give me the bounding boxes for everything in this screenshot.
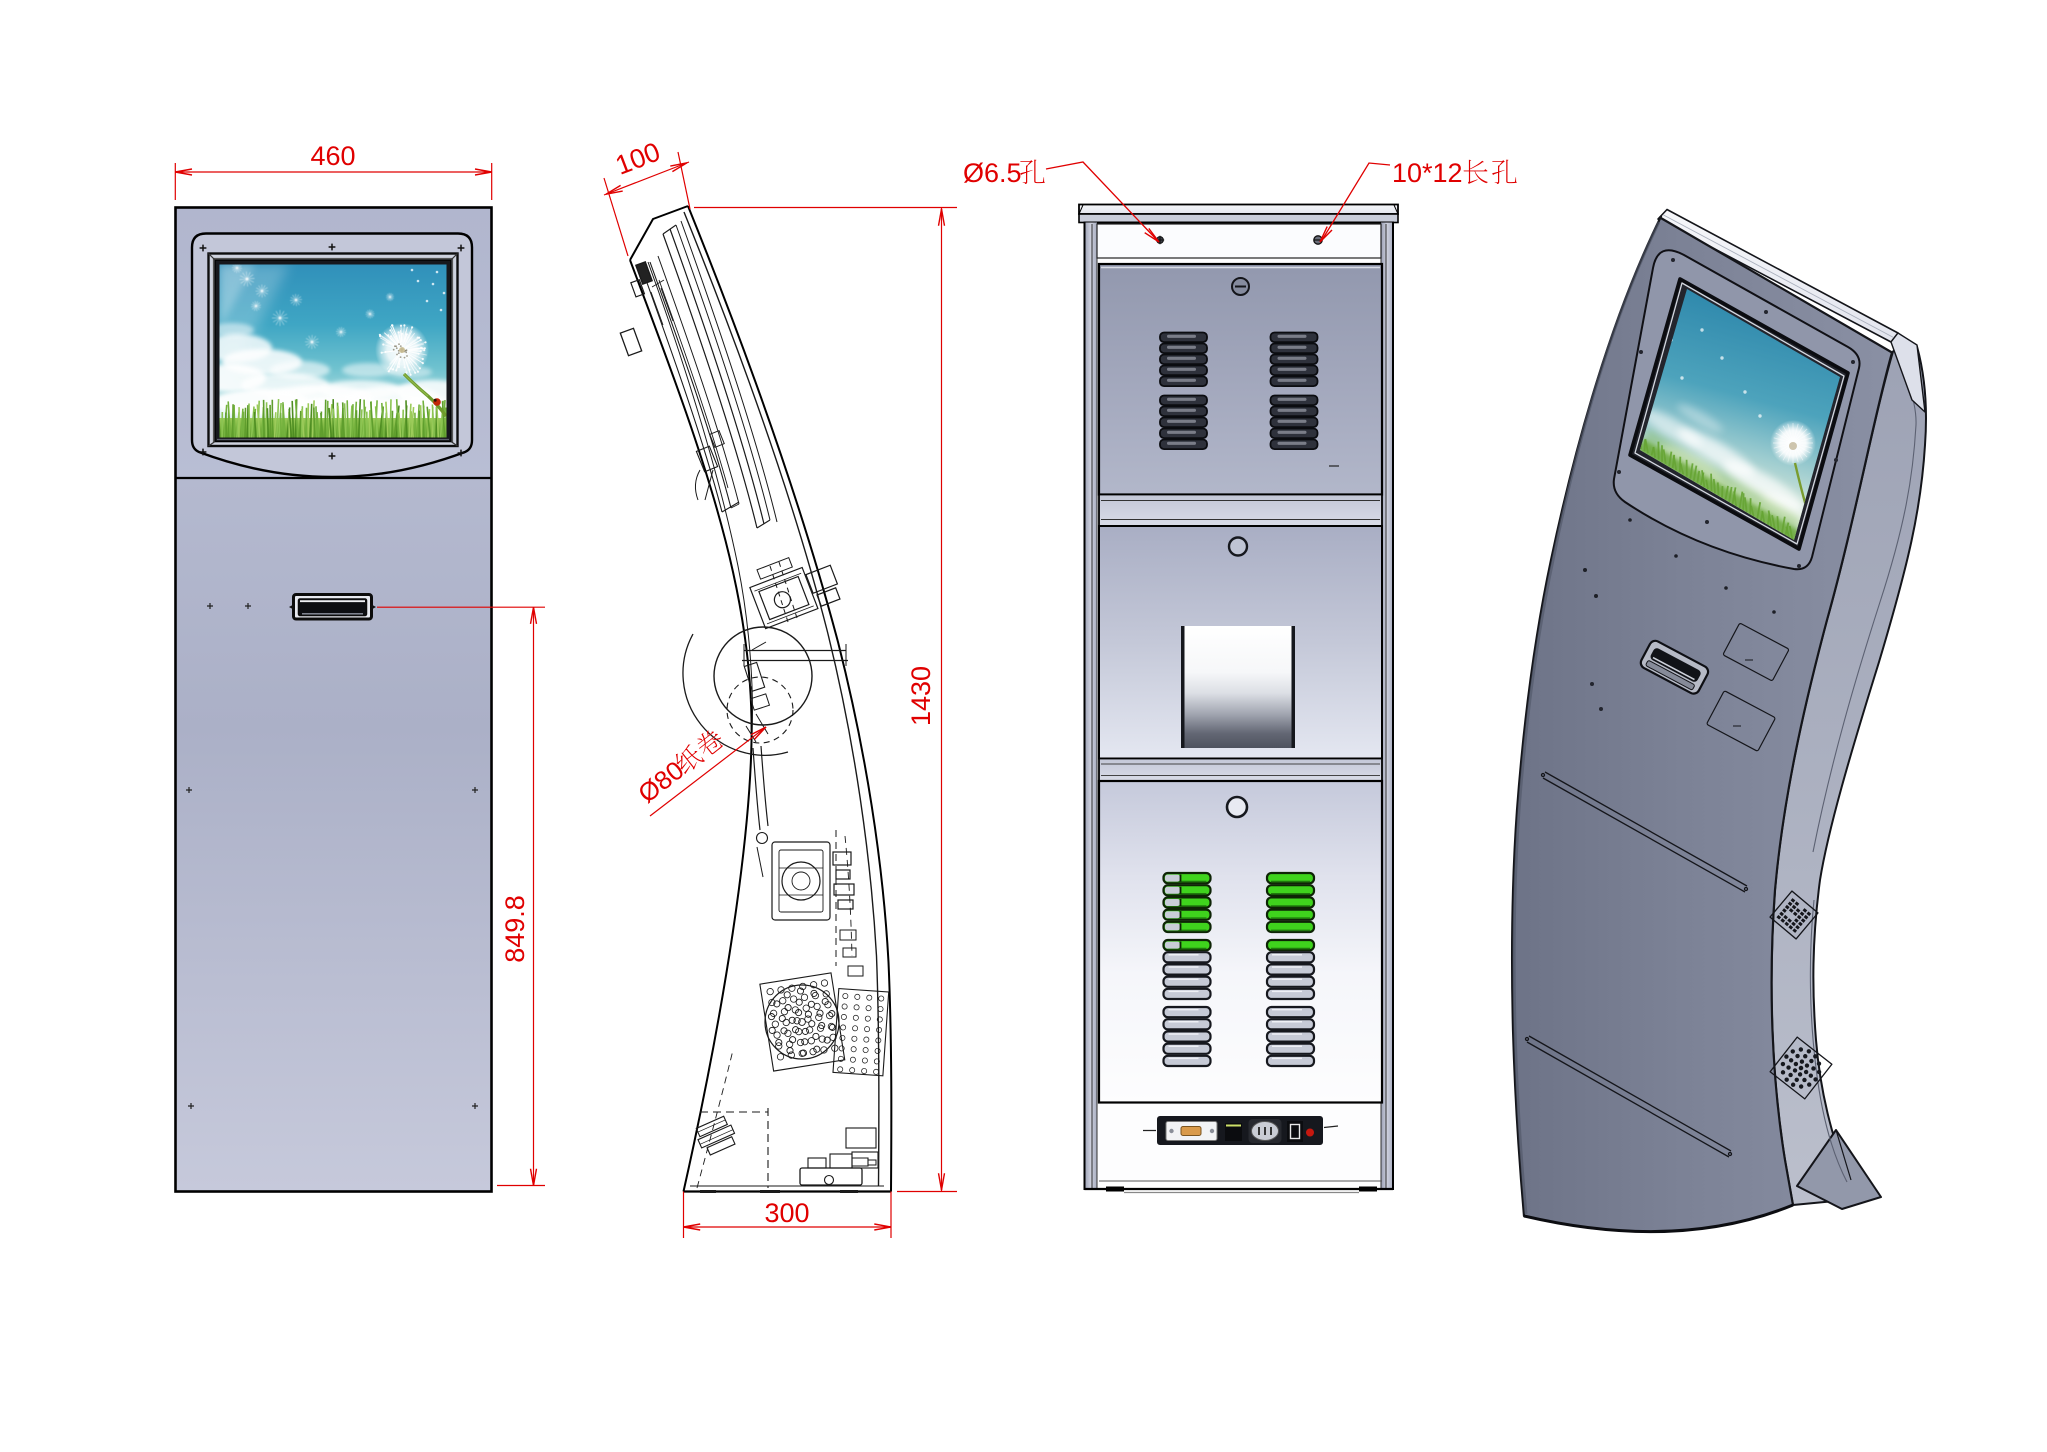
- svg-text:Ø6.5: Ø6.5: [963, 158, 1022, 188]
- svg-text:10*12: 10*12: [1392, 158, 1463, 188]
- svg-text:1430: 1430: [906, 666, 936, 726]
- svg-text:849.8: 849.8: [500, 895, 530, 963]
- svg-text:300: 300: [764, 1198, 809, 1228]
- svg-text:460: 460: [310, 141, 355, 171]
